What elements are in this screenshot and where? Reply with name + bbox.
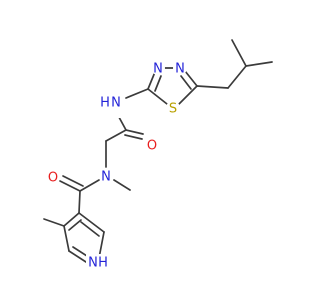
molecule-structure-diagram: N N S N H O N O N H — [43, 39, 273, 278]
bond-c3-c4 — [63, 212, 80, 227]
atom-n-label: N — [153, 62, 163, 77]
bond-carbonyl-o-right-double — [124, 134, 143, 140]
bond-c5-n4-double — [180, 75, 192, 90]
atom-o-label: O — [147, 139, 157, 154]
bond-c2-nh — [125, 88, 149, 99]
bond-c5-n1-double — [72, 246, 88, 257]
atom-s-label: S — [169, 102, 177, 117]
bond-carbonyl-o-right — [125, 129, 144, 135]
atom-o-label: O — [48, 171, 58, 186]
bond-n3-c2-double — [154, 75, 162, 92]
atom-o-amide-left: O — [46, 170, 60, 186]
atom-n-label: N — [88, 256, 98, 271]
atom-n-label: N — [111, 96, 121, 111]
bond-c2-c3-double — [80, 221, 100, 237]
bond-s1-c5 — [178, 85, 198, 105]
bond-isobutyl-ch-ch2 — [227, 65, 247, 89]
bond-nmethyl-carbonyl — [79, 179, 100, 192]
bond-ch2-thiadiazole — [196, 85, 229, 89]
atom-n-label: N — [175, 62, 185, 77]
atom-n-methyl-amide: N — [99, 169, 113, 185]
bond-c4-c5 — [63, 225, 70, 252]
atom-nh-pyrrole: N H — [86, 254, 112, 278]
atom-s-thiadiazole: S — [166, 101, 180, 117]
atom-nh-amide: N H — [100, 96, 122, 118]
atom-h-label: H — [98, 256, 108, 271]
bond-n3-c2 — [147, 71, 156, 90]
atom-o-amide-right: O — [145, 138, 159, 154]
bonds — [43, 39, 273, 263]
bond-n1-c2 — [98, 231, 105, 259]
bond-c4-methyl — [43, 218, 65, 227]
bond-carbonyl-ch2 — [105, 129, 127, 142]
bond-c5-n1 — [68, 250, 87, 263]
atom-labels: N N S N H O N O N H — [46, 61, 187, 278]
bond-c3-c4-double — [68, 219, 82, 231]
bond-c2-c3 — [78, 212, 105, 233]
bond-isobutyl-methyl-left — [231, 39, 247, 67]
bond-carbonyl-pyrrole — [78, 190, 81, 214]
bond-isobutyl-methyl-right — [245, 61, 273, 67]
atom-h-label: H — [100, 96, 110, 111]
atom-n-label: N — [101, 170, 111, 185]
bond-c5-n4 — [184, 70, 198, 87]
bond-carbonyl-o-left — [59, 180, 81, 192]
atom-n-thiadiazole-top-left: N — [151, 61, 165, 77]
bond-c2-s1 — [147, 88, 168, 105]
bond-carbonyl-o-left-double — [62, 175, 84, 187]
atom-n-thiadiazole-top-right: N — [173, 61, 187, 77]
bond-nmethyl-methyl — [113, 179, 131, 191]
